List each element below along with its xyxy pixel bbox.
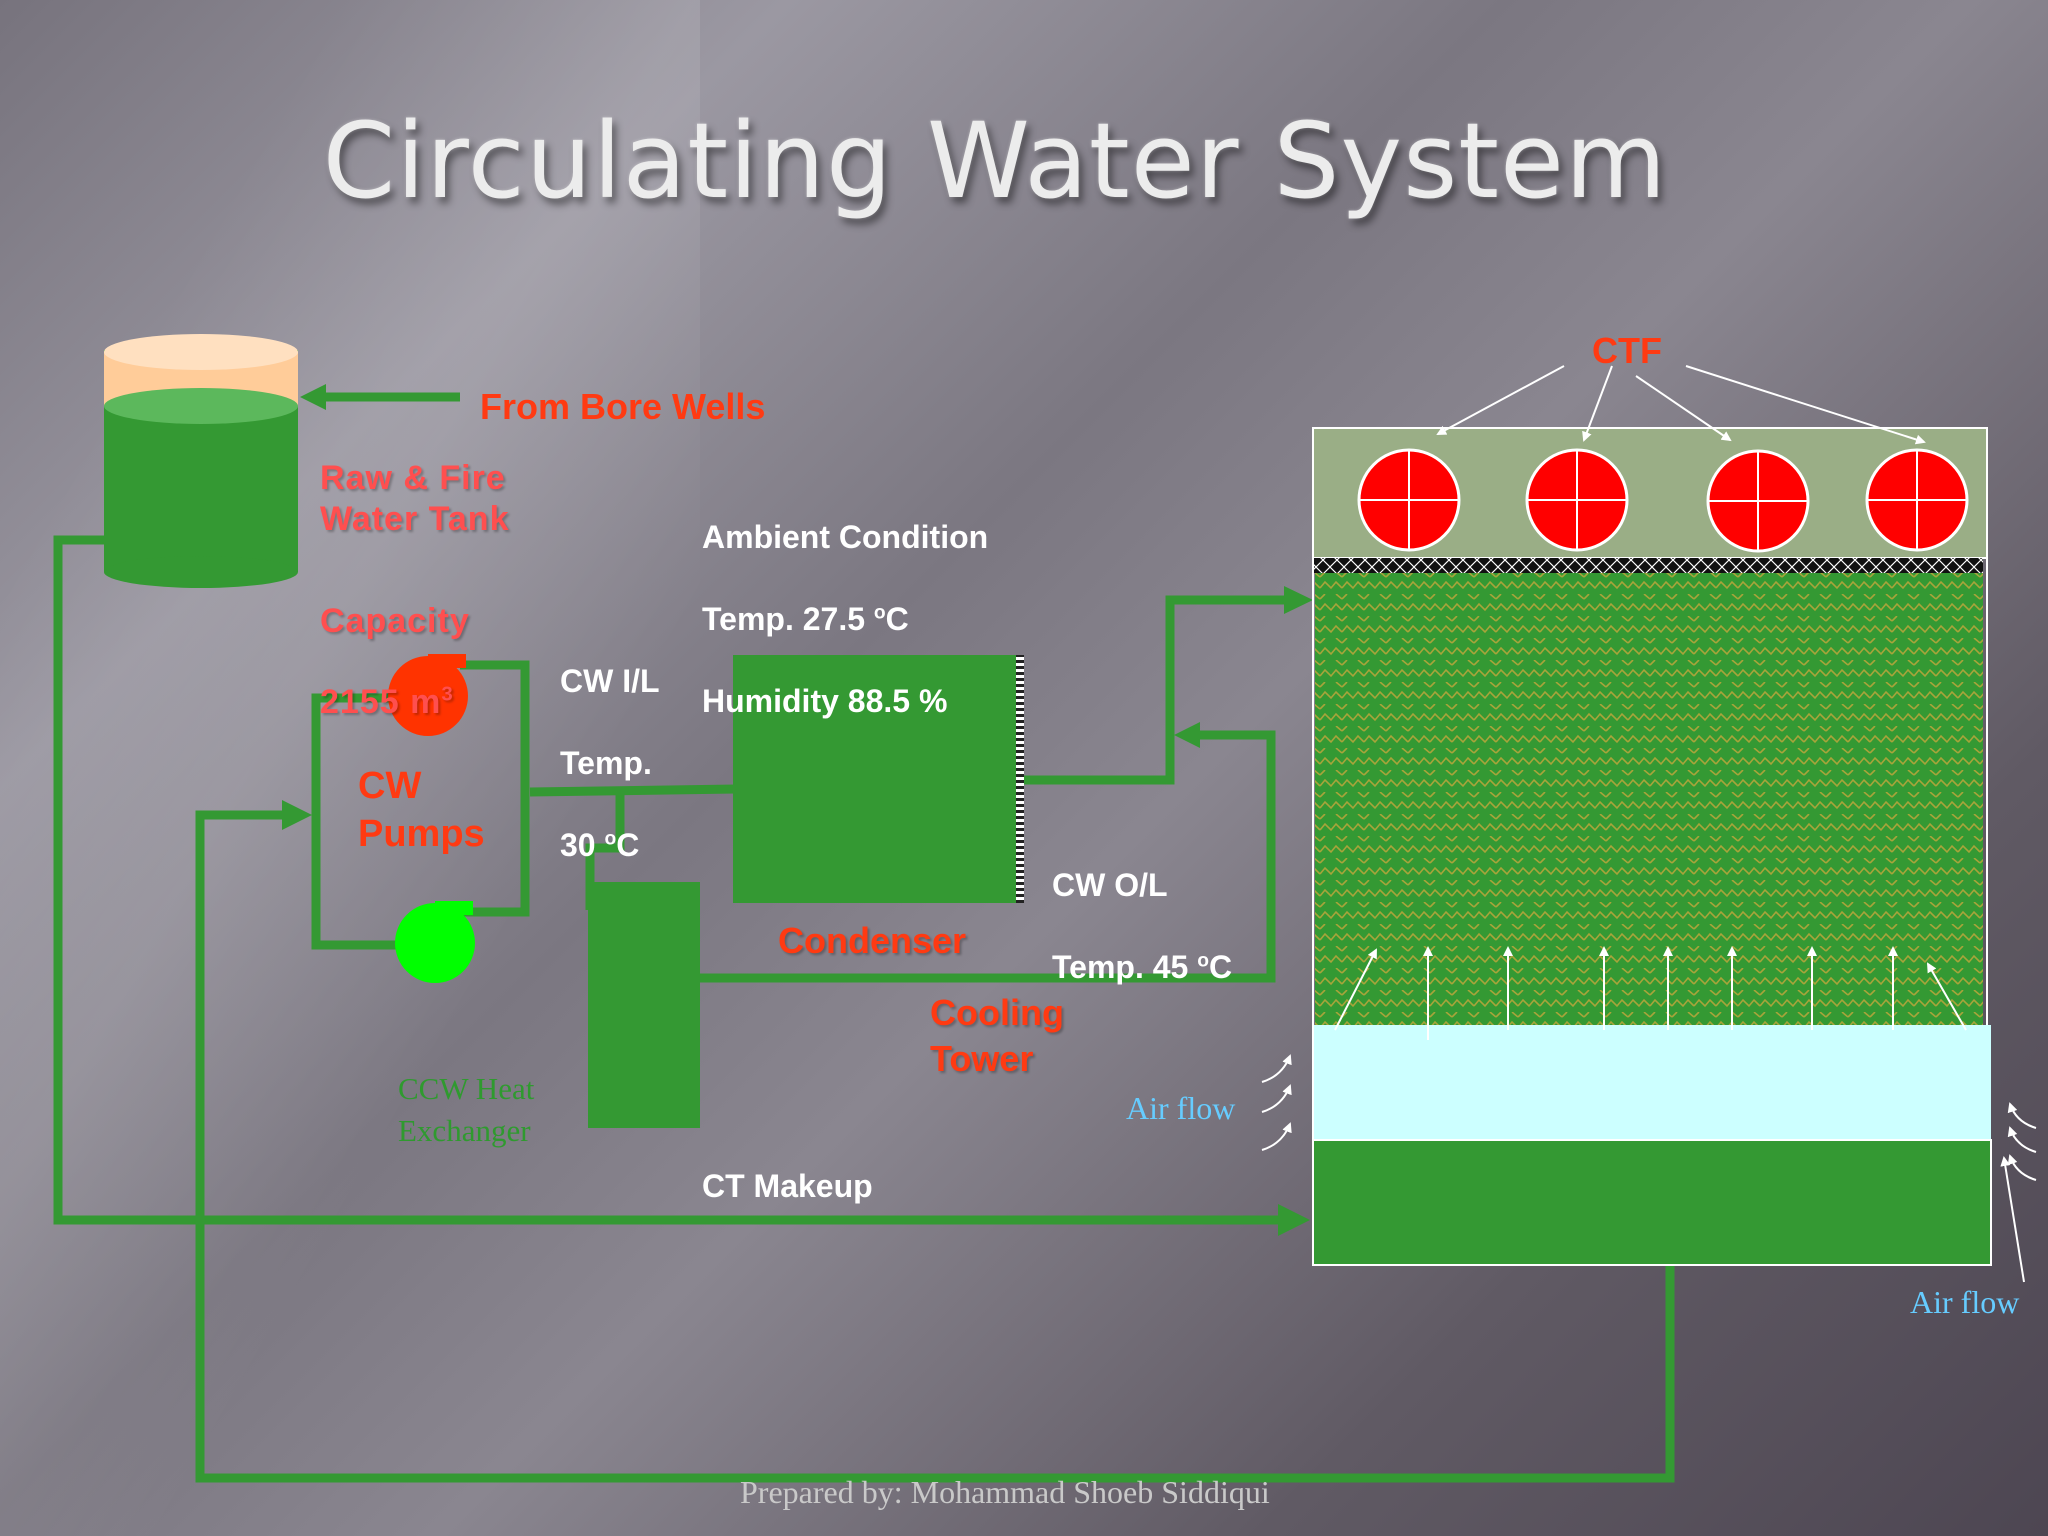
ctf-arrow-2 [1582, 365, 1613, 442]
intake-arrow-right-3 [2007, 1154, 2037, 1181]
cw-inlet-heading: CW I/L [560, 663, 660, 699]
intake-arrow-right-2 [2007, 1126, 2037, 1153]
air-flow-right-label: Air flow [1910, 1284, 2020, 1320]
ambient-temp: Temp. 27.5 oC [702, 601, 909, 637]
condenser [733, 655, 1020, 903]
pump-manifold [311, 660, 530, 950]
fan-1 [1357, 448, 1461, 552]
cw-pumps-label: CW Pumps [358, 765, 485, 855]
ccw-heat-exchanger [588, 882, 700, 1128]
ctf-label: CTF [1592, 330, 1662, 371]
fan-2 [1525, 448, 1629, 552]
ct-makeup-label: CT Makeup [702, 1168, 873, 1204]
updraft-arrow-9 [1927, 962, 1967, 1031]
updraft-arrows [1334, 946, 1967, 1040]
ccw-heat-exchanger-label: CCW Heat Exchanger [398, 1071, 535, 1148]
fan-3 [1706, 449, 1810, 553]
tower-air-inlet-zone [1313, 1025, 1991, 1140]
cw-inlet-label: CW I/L Temp. 30 oC [560, 620, 660, 907]
capacity-heading: Capacity [320, 601, 470, 640]
intake-arrow-left-1 [1261, 1054, 1292, 1083]
tower-fill-media [1315, 573, 1983, 1025]
cw-pump-bottom [395, 903, 475, 983]
tower-basin [1312, 1139, 1992, 1266]
ambient-humidity: Humidity 88.5 % [702, 683, 948, 719]
cw-outlet-label: CW O/L Temp. 45 oC [1052, 824, 1232, 1029]
intake-arrow-right-1 [2007, 1102, 2037, 1129]
condenser-label: Condenser [778, 920, 967, 961]
ct-makeup-pipe [53, 535, 1285, 1225]
ctf-arrow-4 [1685, 365, 1926, 445]
ctf-pointer-arrows [1436, 365, 1926, 445]
intake-arrow-left-3 [1261, 1122, 1292, 1151]
ccw-return-line [700, 730, 1276, 983]
ambient-condition-label: Ambient Condition Temp. 27.5 oC Humidity… [702, 476, 988, 763]
cooling-tower-fans [1357, 448, 1969, 553]
updraft-arrow-1 [1334, 948, 1377, 1031]
condenser-tube-sheet [1016, 655, 1024, 903]
from-bore-wells-label: From Bore Wells [480, 386, 766, 427]
ctf-arrow-3 [1635, 375, 1732, 442]
capacity-label: Capacity 2155 m3 [320, 560, 470, 764]
capacity-value: 2155 m3 [320, 683, 454, 722]
cw-return-loop [195, 810, 1675, 1483]
ambient-heading: Ambient Condition [702, 519, 989, 555]
cw-outlet-temp: Temp. 45 oC [1052, 949, 1233, 985]
cooling-tower [1312, 427, 1992, 1266]
bore-well-inlet-arrow [300, 384, 460, 410]
intake-arrow-left-2 [1261, 1084, 1292, 1113]
cw-outlet-heading: CW O/L [1052, 867, 1168, 903]
return-loop-arrowhead [282, 800, 312, 830]
cooling-tower-label: Cooling Tower [930, 992, 1064, 1079]
raw-fire-water-tank [104, 334, 298, 588]
ct-makeup-arrowhead [1278, 1204, 1310, 1236]
fan-4 [1865, 448, 1969, 552]
air-flow-left-label: Air flow [1126, 1090, 1236, 1126]
cw-inlet-temp-word: Temp. [560, 745, 652, 781]
raw-fire-tank-label: Raw & Fire Water Tank [320, 459, 510, 538]
page-title: Circulating Water System [322, 100, 1668, 222]
cw-pump-top [388, 656, 468, 736]
air-intake-arrows [1261, 1054, 2037, 1283]
condenser-inlet-pipe [529, 784, 737, 910]
prepared-by-footer: Prepared by: Mohammad Shoeb Siddiqui [740, 1474, 1270, 1510]
ctf-arrow-1 [1436, 365, 1565, 435]
cw-inlet-temp: 30 oC [560, 827, 640, 863]
condenser-outlet-pipe [1024, 595, 1290, 785]
air-flow-right-pointer [2000, 1156, 2025, 1283]
